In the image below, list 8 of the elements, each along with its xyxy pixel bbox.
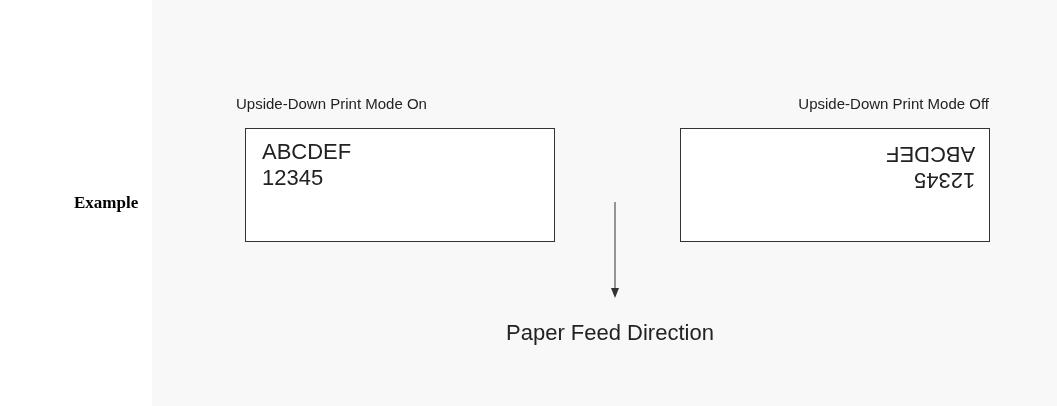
- sample-text: ABCDEF: [262, 139, 352, 165]
- direction-label: Paper Feed Direction: [506, 319, 714, 347]
- sample-text: 12345: [913, 167, 975, 193]
- sample-text: ABCDEF: [885, 141, 975, 167]
- mode-heading: Upside-Down Print Mode Off: [798, 93, 989, 114]
- row-heading: Example: [74, 192, 139, 214]
- sample-text: 12345: [262, 165, 325, 191]
- mode-heading: Upside-Down Print Mode On: [236, 93, 427, 114]
